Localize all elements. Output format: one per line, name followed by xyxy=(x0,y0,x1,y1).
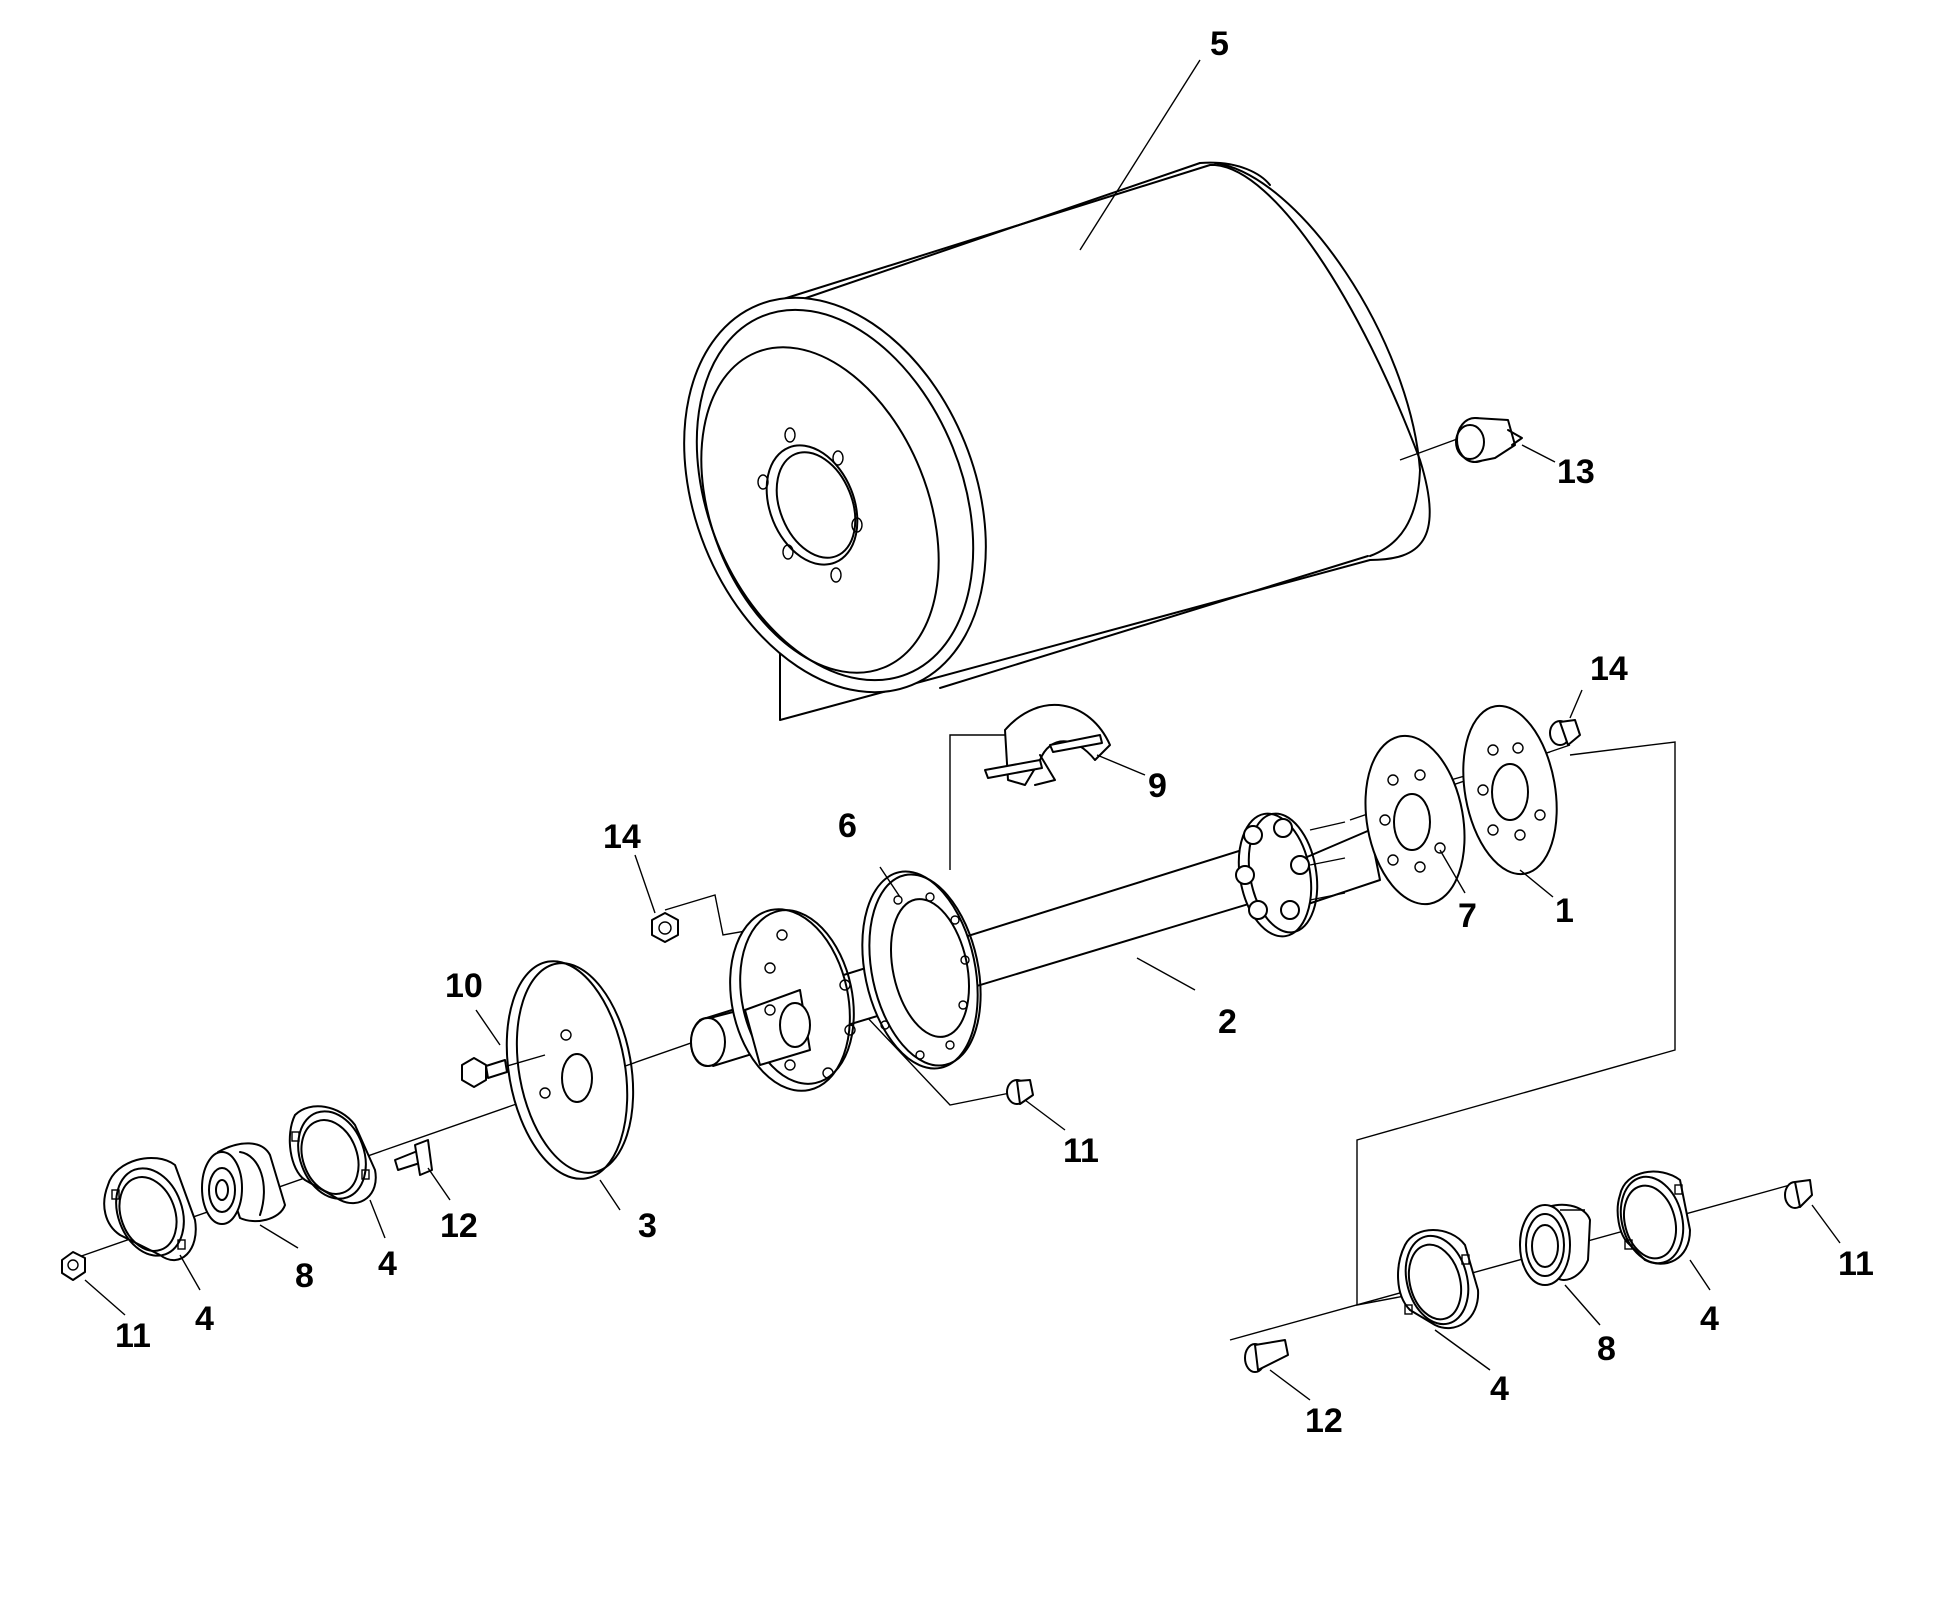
hub-plate-7 xyxy=(1364,734,1466,906)
flange-4-inner-left xyxy=(288,1105,377,1205)
callout-11-left: 11 xyxy=(115,1317,151,1355)
flange-4-outer-right xyxy=(1616,1170,1691,1265)
callout-7: 7 xyxy=(1458,897,1477,935)
callout-5: 5 xyxy=(1210,25,1229,63)
nut-14-right xyxy=(1549,719,1581,746)
bolt-12-right xyxy=(1244,1339,1289,1373)
callout-1: 1 xyxy=(1555,892,1574,930)
callout-9: 9 xyxy=(1148,767,1167,805)
flange-4-inner-right xyxy=(1397,1229,1480,1330)
callout-12-right: 12 xyxy=(1305,1402,1343,1440)
end-disc xyxy=(505,960,635,1180)
shaft-hub-flange-right xyxy=(1235,812,1381,938)
callout-8-left: 8 xyxy=(295,1257,314,1295)
bearing-8-left xyxy=(201,1142,286,1225)
callout-8-right: 8 xyxy=(1597,1330,1616,1368)
scraper-bracket xyxy=(984,704,1146,786)
grease-fitting xyxy=(1399,417,1556,463)
bolt-12-left xyxy=(394,1139,433,1176)
washer-11-center xyxy=(1006,1079,1034,1105)
callout-14-right: 14 xyxy=(1590,650,1628,688)
callout-11-center: 11 xyxy=(1063,1132,1099,1170)
callout-12-left: 12 xyxy=(440,1207,478,1245)
bearing-8-right xyxy=(1519,1203,1591,1286)
callout-4-outer-right: 4 xyxy=(1700,1300,1719,1338)
flange-4-outer-left xyxy=(103,1156,197,1261)
drum-roller xyxy=(683,59,1431,721)
callout-14-left: 14 xyxy=(603,818,641,856)
nut-14-left xyxy=(651,912,679,943)
callout-10: 10 xyxy=(445,967,483,1005)
callout-4-inner-left: 4 xyxy=(378,1245,397,1283)
callout-3: 3 xyxy=(638,1207,657,1245)
callout-2: 2 xyxy=(1218,1003,1237,1041)
callout-labels: 1 2 3 4 4 4 4 5 6 7 8 8 9 10 11 11 11 12… xyxy=(115,25,1874,1440)
washer-11-right xyxy=(1784,1179,1813,1209)
callout-leaders xyxy=(84,689,1841,1401)
nut-11-left xyxy=(61,1251,86,1281)
callout-4-inner-right: 4 xyxy=(1490,1370,1509,1408)
shaft-hub-flange-left xyxy=(729,908,856,1092)
ring-plate xyxy=(861,870,982,1070)
callout-6: 6 xyxy=(838,807,857,845)
callout-13: 13 xyxy=(1557,453,1595,491)
callout-4-outer-left: 4 xyxy=(195,1300,214,1338)
callout-11-right: 11 xyxy=(1838,1245,1874,1283)
bolt-10 xyxy=(461,1054,546,1088)
